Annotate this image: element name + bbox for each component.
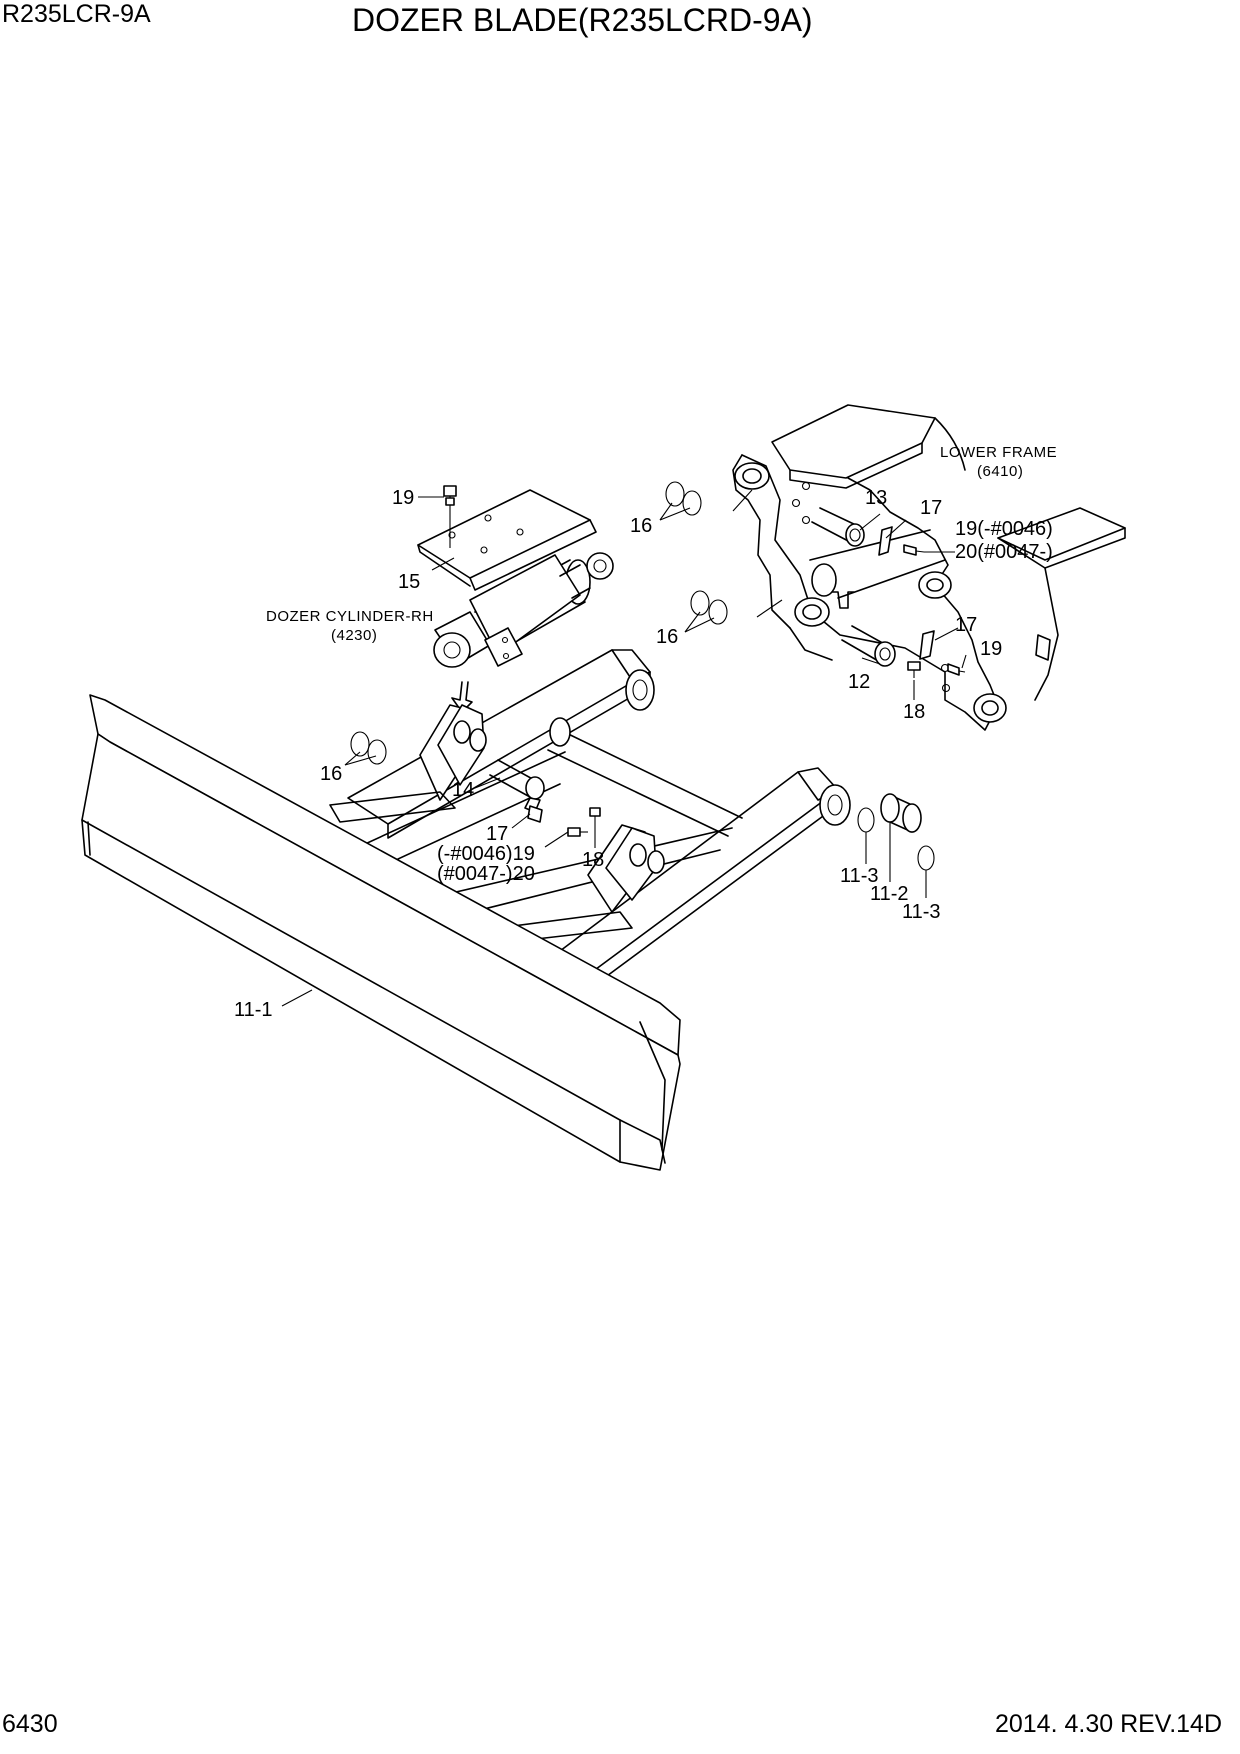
callout-11-3-a: 11-3 [840,865,879,887]
revision-stamp: 2014. 4.30 REV.14D [994,1710,1222,1738]
callout-19-low-serial: (-#0046)19 [437,843,535,865]
callout-16-top: 16 [630,515,652,537]
leader-lines [281,489,967,1007]
callout-15: 15 [398,571,420,593]
callout-16-left: 16 [320,763,342,785]
callout-18-low: 18 [582,849,604,871]
cylinder-drawing [417,485,614,713]
callout-11-1: 11-1 [234,999,273,1021]
blade-frame-drawing [81,649,935,1171]
lower-frame-drawing [665,404,1126,731]
callout-12: 12 [848,671,870,693]
dozer-cylinder-note: DOZER CYLINDER-RH [266,608,434,625]
callout-11-2: 11-2 [870,883,909,905]
lower-frame-ref: (6410) [977,463,1023,480]
callout-16-mid: 16 [656,626,678,648]
callout-14: 14 [452,779,474,801]
callout-20-low-serial: (#0047-)20 [437,863,535,885]
dozer-cylinder-ref: (4230) [331,627,377,644]
lower-frame-note: LOWER FRAME [940,444,1057,461]
callout-20-top-serial: 20(#0047-) [955,541,1053,563]
model-code: R235LCR-9A [2,0,151,28]
callout-19-top-serial: 19(-#0046) [955,518,1053,540]
callout-17-top: 17 [920,497,942,519]
page-title: DOZER BLADE(R235LCRD-9A) [352,2,813,38]
callout-19-mid: 19 [980,638,1002,660]
page-number: 6430 [2,1710,58,1738]
callout-18-right: 18 [903,701,925,723]
callout-19-cover: 19 [392,487,414,509]
callout-11-3-b: 11-3 [902,901,941,923]
callout-17-low: 17 [486,823,508,845]
callout-13: 13 [865,487,887,509]
callout-17-mid: 17 [955,614,977,636]
